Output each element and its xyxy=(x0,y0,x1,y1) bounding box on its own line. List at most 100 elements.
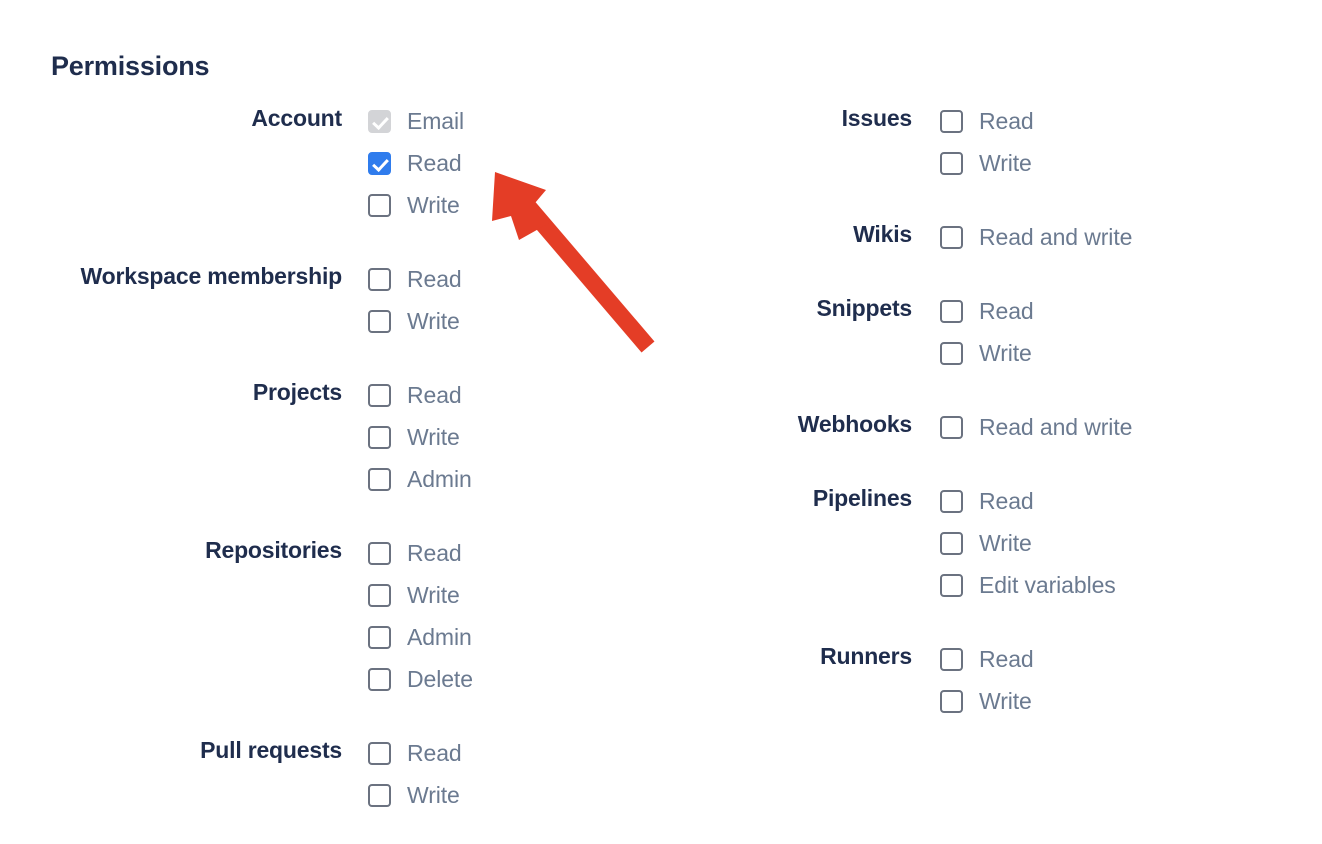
checkbox-unchecked-icon[interactable] xyxy=(368,783,391,807)
permission-option-label: Admin xyxy=(407,624,472,650)
permission-option-label: Write xyxy=(979,340,1032,366)
checkbox-unchecked-icon[interactable] xyxy=(368,267,391,291)
permission-option-snippets-write[interactable]: Write xyxy=(940,332,1034,374)
permission-option-label: Read xyxy=(407,540,462,566)
checkbox-unchecked-icon[interactable] xyxy=(368,383,391,407)
permission-group-title: Pull requests xyxy=(200,737,342,763)
permission-option-label: Write xyxy=(407,424,460,450)
checkbox-unchecked-icon[interactable] xyxy=(368,193,391,217)
permission-option-pull-requests-read[interactable]: Read xyxy=(368,732,462,774)
checkbox-unchecked-icon[interactable] xyxy=(368,541,391,565)
permission-group-webhooks: Webhooks Read and write xyxy=(620,406,1240,448)
permission-option-projects-write[interactable]: Write xyxy=(368,416,472,458)
checkbox-unchecked-icon[interactable] xyxy=(368,667,391,691)
permission-option-account-read[interactable]: Read xyxy=(368,142,464,184)
permission-group-title: Account xyxy=(251,105,342,131)
permission-option-list: Read and write xyxy=(940,406,1132,448)
checkbox-unchecked-icon[interactable] xyxy=(940,415,963,439)
checkbox-unchecked-icon[interactable] xyxy=(368,425,391,449)
permission-option-repositories-read[interactable]: Read xyxy=(368,532,473,574)
checkbox-unchecked-icon[interactable] xyxy=(940,647,963,671)
permission-option-issues-read[interactable]: Read xyxy=(940,100,1034,142)
permission-option-repositories-admin[interactable]: Admin xyxy=(368,616,473,658)
permission-option-repositories-write[interactable]: Write xyxy=(368,574,473,616)
permission-option-account-email[interactable]: Email xyxy=(368,100,464,142)
permission-option-list: Read and write xyxy=(940,216,1132,258)
checkbox-unchecked-icon[interactable] xyxy=(368,309,391,333)
permission-group-title: Pipelines xyxy=(812,485,912,511)
permission-option-repositories-delete[interactable]: Delete xyxy=(368,658,473,700)
permission-option-pipelines-write[interactable]: Write xyxy=(940,522,1116,564)
permission-option-label: Delete xyxy=(407,666,473,692)
checkbox-unchecked-icon[interactable] xyxy=(368,467,391,491)
permission-option-workspace-membership-write[interactable]: Write xyxy=(368,300,462,342)
permission-group-title: Projects xyxy=(252,379,342,405)
permission-option-account-write[interactable]: Write xyxy=(368,184,464,226)
permission-option-label: Read and write xyxy=(979,414,1133,440)
permission-group-title: Snippets xyxy=(816,295,912,321)
checkbox-unchecked-icon[interactable] xyxy=(940,109,963,133)
permission-option-runners-read[interactable]: Read xyxy=(940,638,1034,680)
permission-option-label: Read xyxy=(979,298,1034,324)
permission-option-projects-admin[interactable]: Admin xyxy=(368,458,472,500)
checkbox-unchecked-icon[interactable] xyxy=(940,151,963,175)
permission-option-label: Read xyxy=(979,488,1034,514)
checkbox-unchecked-icon[interactable] xyxy=(940,573,963,597)
permission-option-label: Write xyxy=(407,782,460,808)
permission-option-label: Read xyxy=(979,108,1034,134)
permission-option-snippets-read[interactable]: Read xyxy=(940,290,1034,332)
permission-option-pipelines-read[interactable]: Read xyxy=(940,480,1116,522)
permission-option-label: Edit variables xyxy=(979,572,1116,598)
permission-option-label: Write xyxy=(979,150,1032,176)
checkbox-unchecked-icon[interactable] xyxy=(940,689,963,713)
checkbox-unchecked-icon[interactable] xyxy=(368,583,391,607)
checkbox-unchecked-icon[interactable] xyxy=(368,625,391,649)
checkbox-unchecked-icon[interactable] xyxy=(368,741,391,765)
permission-option-workspace-membership-read[interactable]: Read xyxy=(368,258,462,300)
permission-option-label: Read xyxy=(407,382,462,408)
permission-option-wikis-read-and-write[interactable]: Read and write xyxy=(940,216,1132,258)
checkbox-unchecked-icon[interactable] xyxy=(940,225,963,249)
permission-option-label: Read xyxy=(979,646,1034,672)
permission-option-label: Read and write xyxy=(979,224,1133,250)
permission-option-issues-write[interactable]: Write xyxy=(940,142,1034,184)
checkbox-unchecked-icon[interactable] xyxy=(940,299,963,323)
permission-option-label: Write xyxy=(407,308,460,334)
permission-option-webhooks-read-and-write[interactable]: Read and write xyxy=(940,406,1132,448)
permission-group-title: Webhooks xyxy=(797,411,912,437)
permission-option-pipelines-edit-variables[interactable]: Edit variables xyxy=(940,564,1116,606)
checkbox-unchecked-icon[interactable] xyxy=(940,341,963,365)
checkbox-disabled-icon xyxy=(368,109,391,133)
permission-group-title: Runners xyxy=(820,643,912,669)
checkbox-unchecked-icon[interactable] xyxy=(940,489,963,513)
permission-group-title: Workspace membership xyxy=(80,263,343,289)
permission-option-runners-write[interactable]: Write xyxy=(940,680,1034,722)
permission-option-projects-read[interactable]: Read xyxy=(368,374,472,416)
permission-option-pull-requests-write[interactable]: Write xyxy=(368,774,462,816)
checkbox-checked-icon[interactable] xyxy=(368,151,391,175)
permission-option-label: Read xyxy=(407,740,462,766)
permission-option-label: Write xyxy=(979,530,1032,556)
permission-option-label: Read xyxy=(407,150,462,176)
permission-group-title: Repositories xyxy=(205,537,342,563)
permission-option-label: Write xyxy=(407,582,460,608)
checkbox-unchecked-icon[interactable] xyxy=(940,531,963,555)
